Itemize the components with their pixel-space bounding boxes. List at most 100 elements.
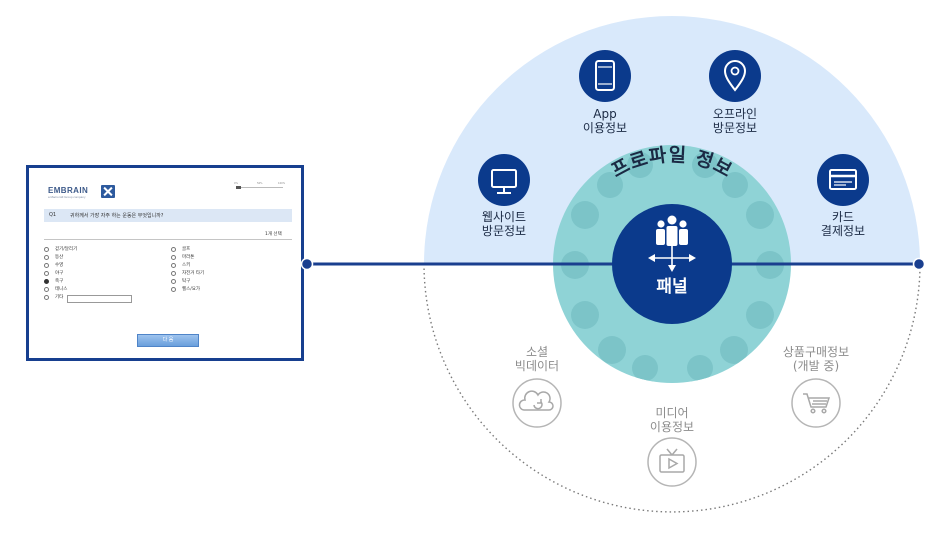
panel-center-label: 패널: [656, 277, 687, 297]
option-label: 등산: [55, 255, 64, 260]
purchase-badge: [791, 378, 841, 428]
option-left-3[interactable]: 수영: [44, 262, 63, 268]
progress-tick-0: 0%: [234, 182, 238, 185]
option-right-4[interactable]: 자전거 타기: [171, 270, 204, 276]
smartphone-icon: [595, 60, 615, 91]
option-label: 탁구: [182, 279, 191, 284]
option-right-1[interactable]: 골프: [171, 246, 190, 252]
purchase-label-1: 상품구매정보: [783, 345, 849, 359]
outer-circle-dotted-arc: [423, 263, 921, 513]
option-label: 야구: [55, 271, 64, 276]
option-right-6[interactable]: 헬스/요가: [171, 286, 200, 292]
option-label: 축구: [55, 279, 64, 284]
option-label: 기타: [55, 295, 64, 300]
survey-logo: EMBRAIN: [48, 186, 89, 195]
survey-page: EMBRAIN a Macromill Group company 0% 50%…: [29, 168, 301, 358]
people-group-icon: [648, 215, 696, 272]
website-label-2: 방문정보: [482, 224, 526, 238]
connector-dot-left: [300, 257, 314, 271]
radio-button[interactable]: [44, 270, 49, 276]
profile-ring: 프로파일 정보: [553, 144, 791, 383]
option-label: 걷기/달리기: [55, 247, 78, 252]
radio-button[interactable]: [171, 246, 176, 252]
offline-badge: [709, 50, 761, 102]
divider: [44, 239, 292, 240]
logo-mark-icon: [101, 185, 115, 198]
website-badge: [478, 154, 530, 206]
media-label-2: 이용정보: [650, 420, 694, 434]
select-count-label: 1개 선택: [265, 232, 282, 237]
option-label: 스키: [182, 263, 191, 268]
radio-button[interactable]: [171, 286, 176, 292]
survey-window: EMBRAIN a Macromill Group company 0% 50%…: [26, 165, 304, 361]
radio-button[interactable]: [44, 254, 49, 260]
question-text: 귀하께서 가장 자주 하는 운동은 무엇입니까?: [70, 213, 164, 219]
offline-label-2: 방문정보: [713, 121, 757, 135]
option-left-4[interactable]: 야구: [44, 270, 63, 276]
media-badge: [647, 437, 697, 487]
option-label: 수영: [55, 263, 64, 268]
website-label-1: 웹사이트: [482, 210, 526, 224]
panel-center: 패널: [612, 204, 732, 324]
credit-card-icon: [829, 169, 857, 190]
purchase-label-2: (개발 중): [793, 359, 839, 373]
crowd-pattern: [561, 152, 784, 381]
radio-button[interactable]: [44, 286, 49, 292]
app-label-1: App: [593, 107, 616, 121]
radio-button[interactable]: [171, 278, 176, 284]
other-text-input[interactable]: [67, 295, 132, 303]
radio-button[interactable]: [171, 270, 176, 276]
radio-button[interactable]: [44, 294, 49, 300]
card-label-2: 결제정보: [821, 224, 865, 238]
question-bar: Q1 귀하께서 가장 자주 하는 운동은 무엇입니까?: [44, 209, 292, 222]
tv-play-icon: [659, 448, 685, 473]
source-media: 미디어 이용정보: [647, 406, 697, 487]
option-label: 헬스/요가: [182, 287, 201, 292]
option-right-5[interactable]: 탁구: [171, 278, 190, 284]
survey-progress-fill: [236, 186, 241, 189]
cloud-sync-icon: [518, 390, 554, 411]
offline-label-1: 오프라인: [713, 107, 757, 121]
radio-button[interactable]: [171, 262, 176, 268]
map-pin-icon: [723, 60, 747, 92]
survey-progress-bar: [236, 186, 283, 189]
survey-logo-tagline: a Macromill Group company: [48, 195, 86, 199]
source-card: 카드 결제정보: [817, 154, 869, 238]
next-button[interactable]: 다 음: [137, 334, 199, 347]
card-label-1: 카드: [832, 210, 854, 224]
option-label: 자전거 타기: [182, 271, 205, 276]
progress-tick-50: 50%: [257, 182, 263, 185]
shopping-cart-icon: [803, 393, 831, 414]
source-offline: 오프라인 방문정보: [709, 50, 761, 135]
app-label-2: 이용정보: [583, 121, 627, 135]
option-right-3[interactable]: 스키: [171, 262, 190, 268]
question-number: Q1: [49, 212, 57, 218]
connector-dot-right: [912, 257, 926, 271]
option-right-2[interactable]: 마라톤: [171, 254, 194, 260]
social-label-2: 빅데이터: [515, 359, 559, 373]
option-left-1[interactable]: 걷기/달리기: [44, 246, 77, 252]
monitor-icon: [491, 169, 517, 194]
option-label: 골프: [182, 247, 191, 252]
progress-tick-100: 100%: [278, 182, 286, 185]
source-app: App 이용정보: [579, 50, 631, 135]
radio-button[interactable]: [44, 246, 49, 252]
option-label: 마라톤: [182, 255, 195, 260]
source-social: 소셜 빅데이터: [512, 345, 562, 428]
source-website: 웹사이트 방문정보: [478, 154, 530, 238]
option-left-2[interactable]: 등산: [44, 254, 63, 260]
source-purchase: 상품구매정보 (개발 중): [783, 345, 849, 428]
option-left-6[interactable]: 테니스: [44, 286, 67, 292]
radio-button[interactable]: [171, 254, 176, 260]
social-label-1: 소셜: [526, 345, 548, 359]
radio-button-selected[interactable]: [44, 278, 49, 284]
radio-button[interactable]: [44, 262, 49, 268]
option-left-5[interactable]: 축구: [44, 278, 63, 284]
option-left-7[interactable]: 기타: [44, 294, 63, 300]
card-badge: [817, 154, 869, 206]
outer-circle-upper-fill: [424, 16, 920, 264]
option-label: 테니스: [55, 287, 68, 292]
media-label-1: 미디어: [655, 406, 688, 420]
app-badge: [579, 50, 631, 102]
